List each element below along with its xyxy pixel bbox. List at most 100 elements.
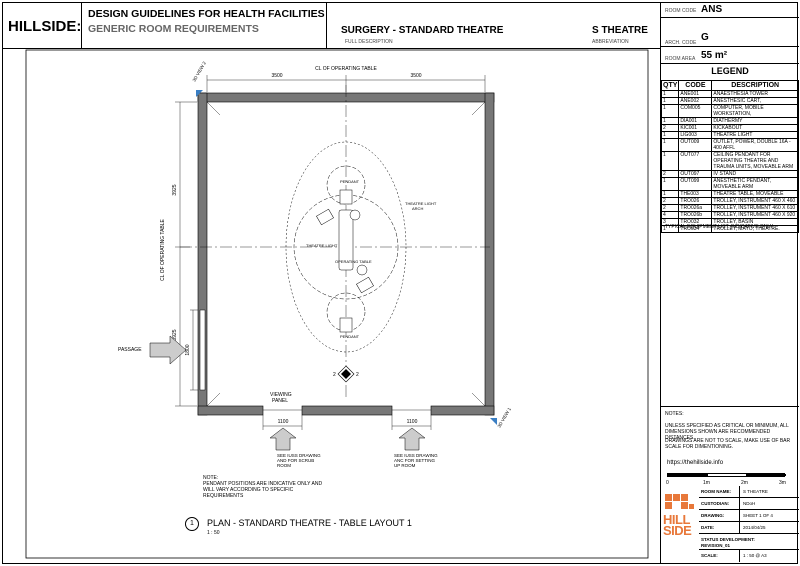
section-label-right: 2 <box>356 372 359 378</box>
logo-block <box>689 504 694 509</box>
room-code-row: ROOM CODE ANS <box>661 2 799 18</box>
scale-label-0: 0 <box>666 480 669 486</box>
logo-block <box>681 502 688 509</box>
tb-custodian: CUSTODIAN:NDoH <box>699 498 799 510</box>
legend-code: OUT099 <box>678 177 713 191</box>
pendant-reach <box>285 141 407 353</box>
tb-scale-value: 1 : 50 @ A3 <box>739 550 767 562</box>
theatre-light-arch-label-line-2: ARCH <box>412 206 423 211</box>
legend-description: IV STAND <box>711 170 799 178</box>
room-full-name-caption: FULL DESCRIPTION <box>345 39 393 45</box>
legend-qty: 2 <box>660 204 680 212</box>
bar-scale-seg-1 <box>668 474 708 476</box>
logo-word-1: HILL <box>663 512 690 527</box>
legend-header-description: DESCRIPTION <box>711 80 799 91</box>
tb-room-name-key: ROOM NAME: <box>701 489 731 494</box>
dimension-bottom <box>262 415 432 430</box>
note-2: DRAWINGS ARE NOT TO SCALE, MAKE USE OF B… <box>665 438 791 450</box>
tb-drawing-key: DRAWING: <box>701 513 725 518</box>
cl-label-top: CL OF OPERATING TABLE <box>315 66 377 72</box>
room-walls <box>197 92 495 416</box>
logo-block <box>665 502 672 509</box>
room-area-value: 55 m² <box>701 50 728 61</box>
pendant-top-reach <box>326 165 366 205</box>
dimension-left <box>175 101 198 407</box>
scale-label-3: 3m <box>779 480 786 486</box>
tb-room-name-value: S THEATRE <box>739 486 768 498</box>
legend-qty: 4 <box>660 211 680 219</box>
see-setup-note-line-1: SEE IUSS DRAWING <box>394 453 438 458</box>
logo-block <box>681 494 688 501</box>
equipment-arcs <box>285 141 407 353</box>
view-2-marker <box>196 90 203 97</box>
tb-date-value: 2014/04/25 <box>739 522 766 534</box>
dim-1800: 1800 <box>185 344 191 355</box>
legend-description: TROLLEY, INSTRUMENT 460 X 610 <box>711 204 799 212</box>
legend-header-qty: QTY <box>660 80 680 91</box>
website-link[interactable]: https://thehillside.info <box>667 460 724 466</box>
pendant-bottom-reach <box>326 292 366 332</box>
cl-label-left: CL OF OPERATING TABLE <box>160 218 166 280</box>
document-title: DESIGN GUIDELINES FOR HEALTH FACILITIES … <box>82 2 327 48</box>
room-area-row: ROOM AREA 55 m² <box>661 47 799 64</box>
section-label-left: 2 <box>333 372 336 378</box>
pendant-top-label: PENDANT <box>340 179 360 184</box>
see-scrub-note-line-3: ROOM <box>277 463 291 468</box>
scale-label-2: 2m <box>741 480 748 486</box>
tb-drawing: DRAWING:SHEET 1 OF 4 <box>699 510 799 522</box>
scrub-arrow <box>269 427 297 451</box>
tb-date-key: DATE: <box>701 525 715 530</box>
legend-qty: 1 <box>660 104 680 118</box>
tb-room-name: ROOM NAME: S THEATRE <box>699 486 799 498</box>
corner-diagonals <box>206 101 486 407</box>
legend-description: OUTLET, POWER, DOUBLE 16A - 400 AFFL <box>711 138 799 152</box>
wall-bottom-mid <box>301 405 393 416</box>
pendant-bottom <box>339 317 353 333</box>
arch-code-label: ARCH. CODE <box>665 40 697 46</box>
arch-code-row: ARCH. CODE G <box>661 18 799 47</box>
legend-code: OUT097 <box>678 170 713 178</box>
arch-code-value: G <box>701 32 709 43</box>
legend-code: KIC001 <box>678 124 713 132</box>
see-setup-note-line-2: ANC FOR SETTING <box>394 458 436 463</box>
theatre-light-head <box>316 208 334 226</box>
logo-word-2: SIDE <box>663 523 692 538</box>
room-code-label: ROOM CODE <box>665 8 697 14</box>
dim-3925-top: 3925 <box>172 184 178 195</box>
logo-block <box>665 494 672 501</box>
scale-label-1: 1m <box>703 480 710 486</box>
logo-block <box>673 494 680 501</box>
section-marker <box>337 365 355 383</box>
legend-qty: 1 <box>660 97 680 105</box>
title-line-1: DESIGN GUIDELINES FOR HEALTH FACILITIES <box>88 8 325 20</box>
note-1: UNLESS SPECIFIED AS CRITICAL OR MINIMUM,… <box>665 423 789 441</box>
operating-table <box>338 209 354 271</box>
plan-note: NOTE: PENDANT POSITIONS ARE INDICATIVE O… <box>203 475 333 499</box>
passage-arrow <box>149 335 187 365</box>
room-abbreviation-caption: ABBREVIATION <box>592 39 629 45</box>
tb-status-value: REVISION_01 <box>701 543 731 548</box>
right-panel: ROOM CODE ANS ARCH. CODE G ROOM AREA 55 … <box>660 2 799 564</box>
room-description: SURGERY - STANDARD THEATRE FULL DESCRIPT… <box>327 2 657 48</box>
corner-diagonal <box>206 101 221 116</box>
viewing-panel-label-line-2: PANEL <box>272 398 288 404</box>
tb-status: STATUS DEVELOPMENT:REVISION_01 <box>699 534 799 550</box>
legend-qty: 1 <box>660 225 680 233</box>
bar-scale <box>667 473 786 477</box>
legend-qty: 1 <box>660 151 680 171</box>
legend-code: OUT009 <box>678 138 713 152</box>
theatre-light-head <box>356 276 374 294</box>
legend-code: COM005 <box>678 104 713 118</box>
legend-header-code: CODE <box>678 80 713 91</box>
theatre-light-label: THEATRE LIGHT <box>306 243 338 248</box>
